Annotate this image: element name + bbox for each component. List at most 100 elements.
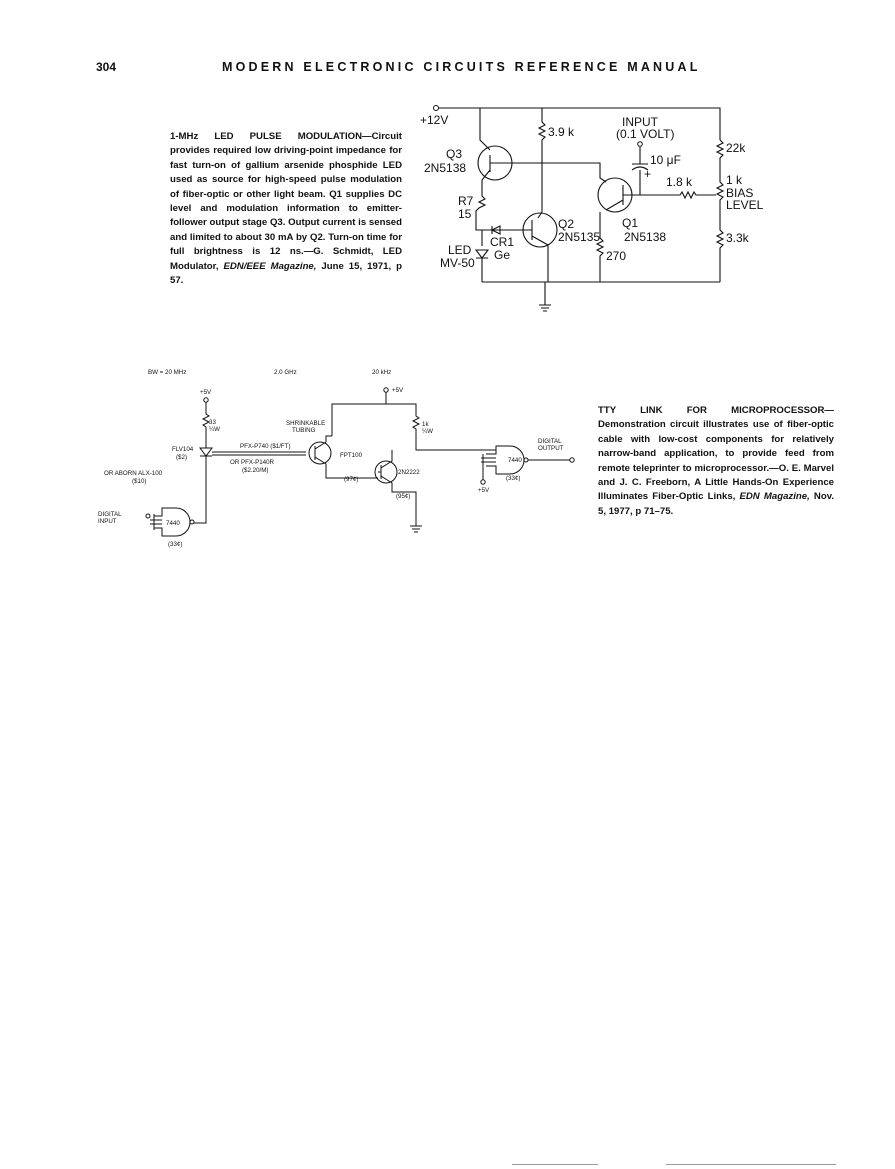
fpt100-leads [314,435,378,479]
caption2-citation: Nov. 5, 1977, p 71–75. [598,491,834,517]
caption-magazine: EDN/EEE Magazine, [223,260,317,272]
r33-label: 33 [209,419,216,426]
2n2222-label: 2N2222 [398,469,420,476]
2n2222-transistor [374,460,398,484]
caption-body: —Circuit provides required low driving-p… [170,131,402,272]
2n2222-leads [378,450,417,526]
running-head: MODERN ELECTRONIC CIRCUITS REFERENCE MAN… [222,60,701,74]
q1-part: 2N5138 [624,230,666,244]
bias-divider [715,139,725,282]
fiber-label-1: PFX-P740 ($1/FT) [240,443,291,450]
r1k-label: 1k [422,421,429,428]
output-gate-bubble [523,457,529,463]
fpt-label: FPT100 [340,452,363,459]
led-diode [474,249,490,282]
caption-citation: June 15, 1971, p 57. [170,260,402,287]
fpt-price: (97¢) [344,476,358,483]
resistor-3.9k [537,108,547,163]
fiber-label-2: OR PFX-P140R [230,459,275,466]
page-number: 304 [96,60,117,74]
r7-resistor [475,180,500,246]
output-terminal [569,457,575,463]
r-3.9k-label: 3.9 k [548,125,575,139]
v5-b-label: +5V [392,387,404,394]
q3-leads [481,155,542,181]
q3-label: Q3 [446,147,462,161]
caption-tty-link: TTY LINK FOR MICROPROCESSOR—Demonstratio… [598,404,834,519]
q1-label: Q1 [622,216,638,230]
q3-collector-wire [479,108,491,151]
ground-rail [482,281,720,312]
input-terminal [637,141,643,147]
din-label-1: DIGITAL [98,511,122,518]
cr1-diode [490,225,501,235]
dout-label-1: DIGITAL [538,438,562,445]
cr1-label: CR1 [490,235,514,249]
caption-heading: 1-MHz LED PULSE MODULATION [170,131,363,142]
flv104-led [199,447,213,524]
ge-label: Ge [494,248,510,262]
aborn-label: OR ABORN ALX-100 [104,470,163,477]
led-part: MV-50 [440,256,475,270]
level-label: LEVEL [726,198,764,212]
shrink-label-2: TUBING [292,427,316,434]
r7-value: 15 [458,207,472,221]
din-label-2: INPUT [98,518,117,525]
cap-label: 10 μF [650,153,681,167]
q2-leads [500,220,549,282]
ghz-label: 2.0 GHz [274,369,297,376]
scan-line-left [512,1164,598,1165]
caption2-body: —Demonstration circuit illustrates use o… [598,405,834,503]
r-1.8k-label: 1.8 k [666,175,693,189]
caption2-heading: TTY LINK FOR MICROPROCESSOR [598,405,825,416]
led-label: LED [448,243,472,257]
q1-leads [605,185,640,211]
gate-label: 7440 [166,520,180,527]
cap-plus: + [644,167,651,181]
khz-label: 20 kHz [372,369,391,376]
dout-label-2: OUTPUT [538,445,564,452]
supply-label: +12V [420,113,448,127]
r-22k-label: 22k [726,141,746,155]
bw-label: BW = 20 MHz [148,369,186,376]
capacitor-10uf [631,147,649,195]
r33w-label: ¼W [209,426,220,433]
r1kw-label: ¼W [422,428,433,435]
v5-a-label: +5V [200,389,212,396]
caption2-magazine: EDN Magazine, [739,491,810,503]
supply-rail [438,107,721,140]
input-label: INPUT [622,115,659,129]
fiber-cable [212,451,306,456]
fiber-label-3: ($2.20/M) [242,467,268,474]
gate2-price: (33¢) [506,475,520,482]
r-1k-label: 1 k [726,173,743,187]
aborn-price: ($10) [132,478,146,485]
q2-label: Q2 [558,217,574,231]
flv-price: ($2) [176,454,187,461]
ground-symbol [410,525,422,533]
v5-rail [331,392,496,451]
resistor-1.8k [640,190,716,200]
input-terminal [145,513,151,519]
v5-c-label: +5V [478,487,490,494]
flv-label: FLV104 [172,446,194,453]
v5-c-terminal [480,479,486,485]
q2-part: 2N5135 [558,230,600,244]
q3-part: 2N5138 [424,161,466,175]
input-level-label: (0.1 VOLT) [616,127,674,141]
tty-link-schematic: BW = 20 MHz 2.0 GHz 20 kHz +5V 33 ¼W FLV… [98,369,575,548]
q2-collector-wire [537,163,543,219]
shrink-label-1: SHRINKABLE [286,420,325,427]
gate2-label: 7440 [508,457,522,464]
resistor-33 [201,402,211,448]
caption-led-pulse-modulation: 1-MHz LED PULSE MODULATION—Circuit provi… [170,130,402,288]
2n2222-price: (95¢) [396,493,410,500]
v5-b-terminal [383,387,389,393]
input-gate-bubble [189,519,195,525]
r-270-label: 270 [606,249,626,263]
bias-label: BIAS [726,186,753,200]
gate-price: (33¢) [168,541,182,548]
supply-terminal [433,105,439,111]
resistor-270 [595,212,605,282]
scan-line-right [666,1164,836,1165]
